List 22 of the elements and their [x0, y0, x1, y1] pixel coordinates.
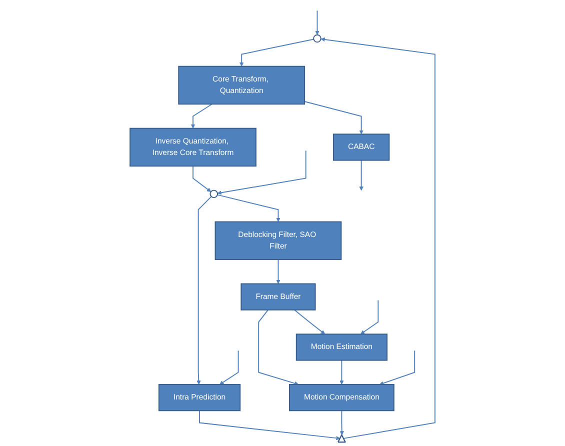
arrow	[276, 259, 280, 284]
arrow	[304, 101, 364, 134]
arrow	[315, 10, 320, 36]
arrow	[192, 166, 212, 192]
switch-symbol	[338, 434, 346, 443]
arrow	[196, 196, 212, 385]
arrow	[340, 410, 344, 436]
arrow	[340, 360, 344, 385]
arrow	[217, 150, 306, 195]
arrow	[239, 38, 314, 67]
summing-junction	[210, 190, 218, 198]
arrow	[219, 350, 239, 385]
arrow	[359, 160, 364, 191]
arrow	[294, 309, 326, 334]
arrow	[379, 350, 416, 386]
arrow	[216, 194, 280, 222]
arrow	[320, 37, 436, 439]
arrow	[360, 300, 379, 334]
arrow	[258, 309, 299, 386]
arrow	[190, 104, 212, 129]
summing-junction	[313, 34, 322, 43]
arrow	[199, 410, 340, 440]
